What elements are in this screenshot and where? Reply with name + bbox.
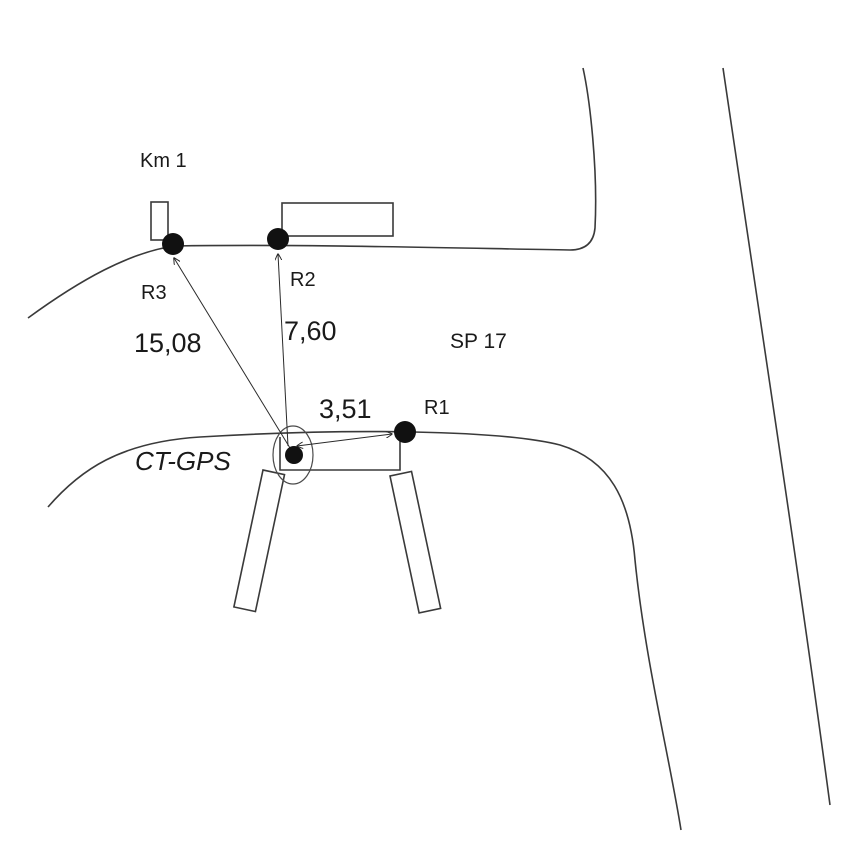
r1-label: R1 bbox=[424, 397, 450, 419]
distance-r2-label: 7,60 bbox=[284, 316, 337, 346]
gps-station-point bbox=[285, 446, 303, 464]
reference-point-r2 bbox=[267, 228, 289, 250]
lower-road-edge bbox=[47, 430, 682, 831]
measure-line-r3 bbox=[174, 258, 291, 449]
station-circle bbox=[272, 425, 314, 485]
r3-label: R3 bbox=[141, 282, 167, 304]
left-leg bbox=[232, 469, 286, 613]
reference-point-r3 bbox=[162, 233, 184, 255]
distance-r3-label: 15,08 bbox=[134, 328, 202, 358]
right-leg bbox=[389, 470, 442, 614]
structure-outline bbox=[279, 437, 401, 471]
r2-label: R2 bbox=[290, 269, 316, 291]
station-label: CT-GPS bbox=[135, 446, 231, 476]
right-road-line bbox=[722, 67, 831, 806]
km-marker-post bbox=[150, 201, 169, 241]
measure-line-r2 bbox=[278, 254, 289, 447]
measure-line-r1 bbox=[297, 434, 392, 446]
road-name-label: SP 17 bbox=[450, 330, 507, 353]
km-label: Km 1 bbox=[140, 150, 187, 172]
distance-r1-label: 3,51 bbox=[319, 394, 372, 424]
reference-point-r1 bbox=[394, 421, 416, 443]
upper-road-edge bbox=[27, 67, 597, 319]
building-rect bbox=[281, 202, 394, 237]
